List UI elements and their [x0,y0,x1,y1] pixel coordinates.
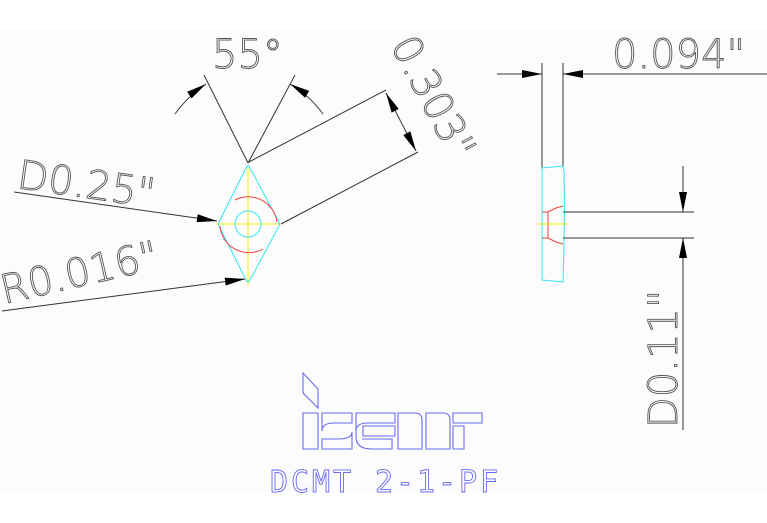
model-number: DCMT 2-1-PF [270,465,498,500]
hole-diameter-label: D0.11" [641,290,687,428]
angle-label: 55° [212,32,283,78]
inscribed-circle-label: D0.25" [15,152,158,217]
insert-top-view [216,165,280,286]
insert-side-view [537,63,568,283]
edge-length-dimension: 0.303" [248,28,485,225]
edge-length-label: 0.303" [381,28,484,167]
inscribed-circle-dimension: D0.25" [13,152,218,223]
iscar-logo [302,371,483,450]
thickness-dimension: 0.094" [497,32,767,78]
corner-radius-label: R0.016" [0,233,163,314]
corner-radius-dimension: R0.016" [0,232,246,314]
hole-diameter-dimension: D0.11" [563,166,694,430]
thickness-label: 0.094" [612,32,745,78]
angle-dimension: 55° [174,32,324,164]
drawing-sheet [0,30,767,492]
